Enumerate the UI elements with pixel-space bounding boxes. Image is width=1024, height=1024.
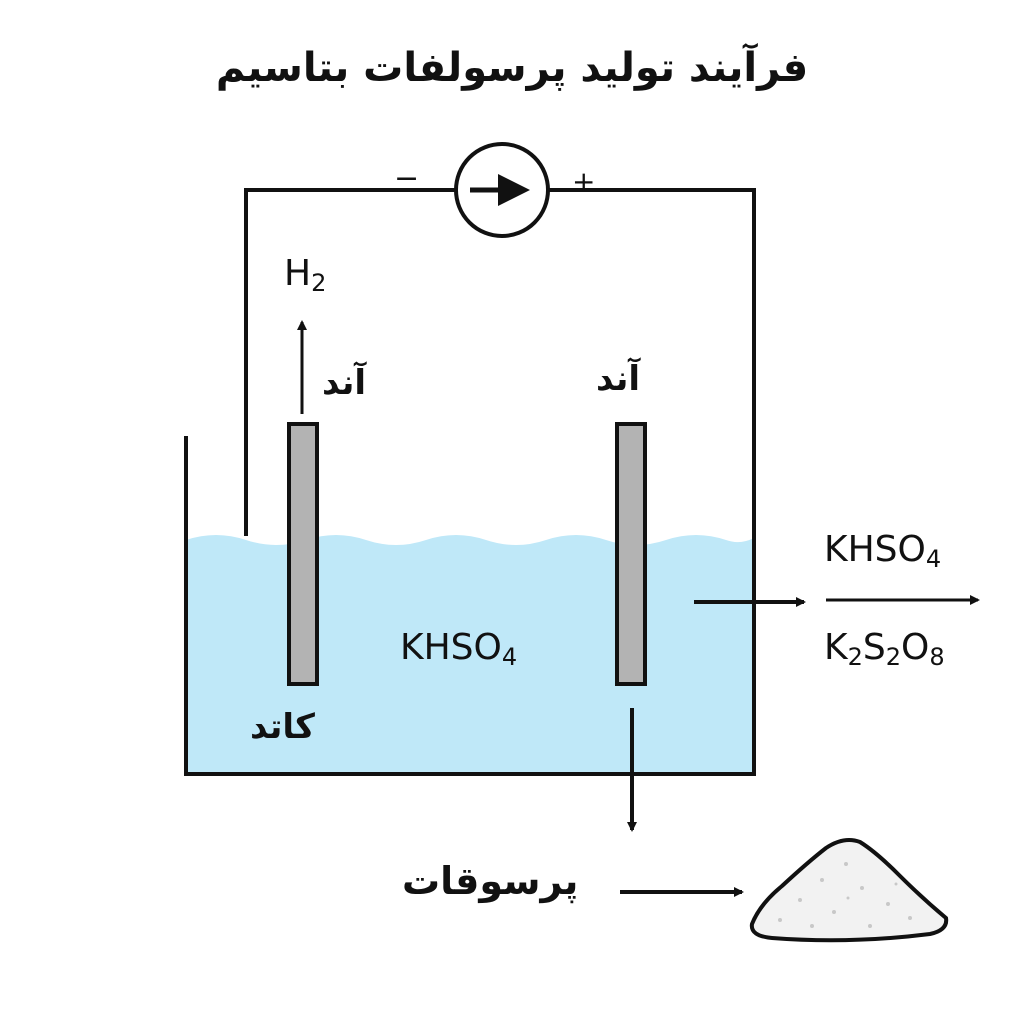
reactant-subscript: 4 (925, 545, 942, 573)
right-electrode-top-label: آند (596, 359, 641, 399)
product-o: O (901, 627, 930, 668)
electrolyte-liquid (186, 535, 754, 774)
reaction-reactant-label: KHSO4 (824, 529, 941, 572)
output-product-label: پرسوقات (402, 859, 579, 903)
electrolyte-formula: KHSO (400, 627, 502, 668)
reactant-formula: KHSO (824, 529, 926, 570)
left-electrode (287, 422, 319, 686)
left-electrode-top-label: آند (322, 363, 367, 403)
persulfate-powder-icon (749, 838, 949, 943)
right-electrode (615, 422, 647, 686)
circuit-wire (244, 188, 756, 536)
product-s: S (862, 627, 886, 668)
hydrogen-symbol: H (284, 253, 312, 294)
hydrogen-gas-label: H2 (284, 253, 326, 296)
positive-terminal-label: + (572, 165, 596, 198)
hydrogen-subscript: 2 (311, 269, 327, 297)
product-k: K (824, 627, 848, 668)
current-arrowhead-icon (498, 174, 530, 206)
electrolyte-label: KHSO4 (400, 627, 517, 670)
product-o-subscript: 8 (929, 643, 945, 671)
electrolyte-subscript: 4 (501, 643, 518, 671)
product-k-subscript: 2 (847, 643, 863, 671)
product-s-subscript: 2 (885, 643, 902, 671)
electrolysis-tank (184, 436, 756, 776)
left-electrode-bottom-label: کاتد (250, 707, 315, 747)
reaction-product-label: K2S2O8 (824, 627, 945, 670)
negative-terminal-label: − (394, 161, 420, 196)
diagram-title: فرآیند تولید پرسولفات بتاسیم (215, 45, 809, 91)
